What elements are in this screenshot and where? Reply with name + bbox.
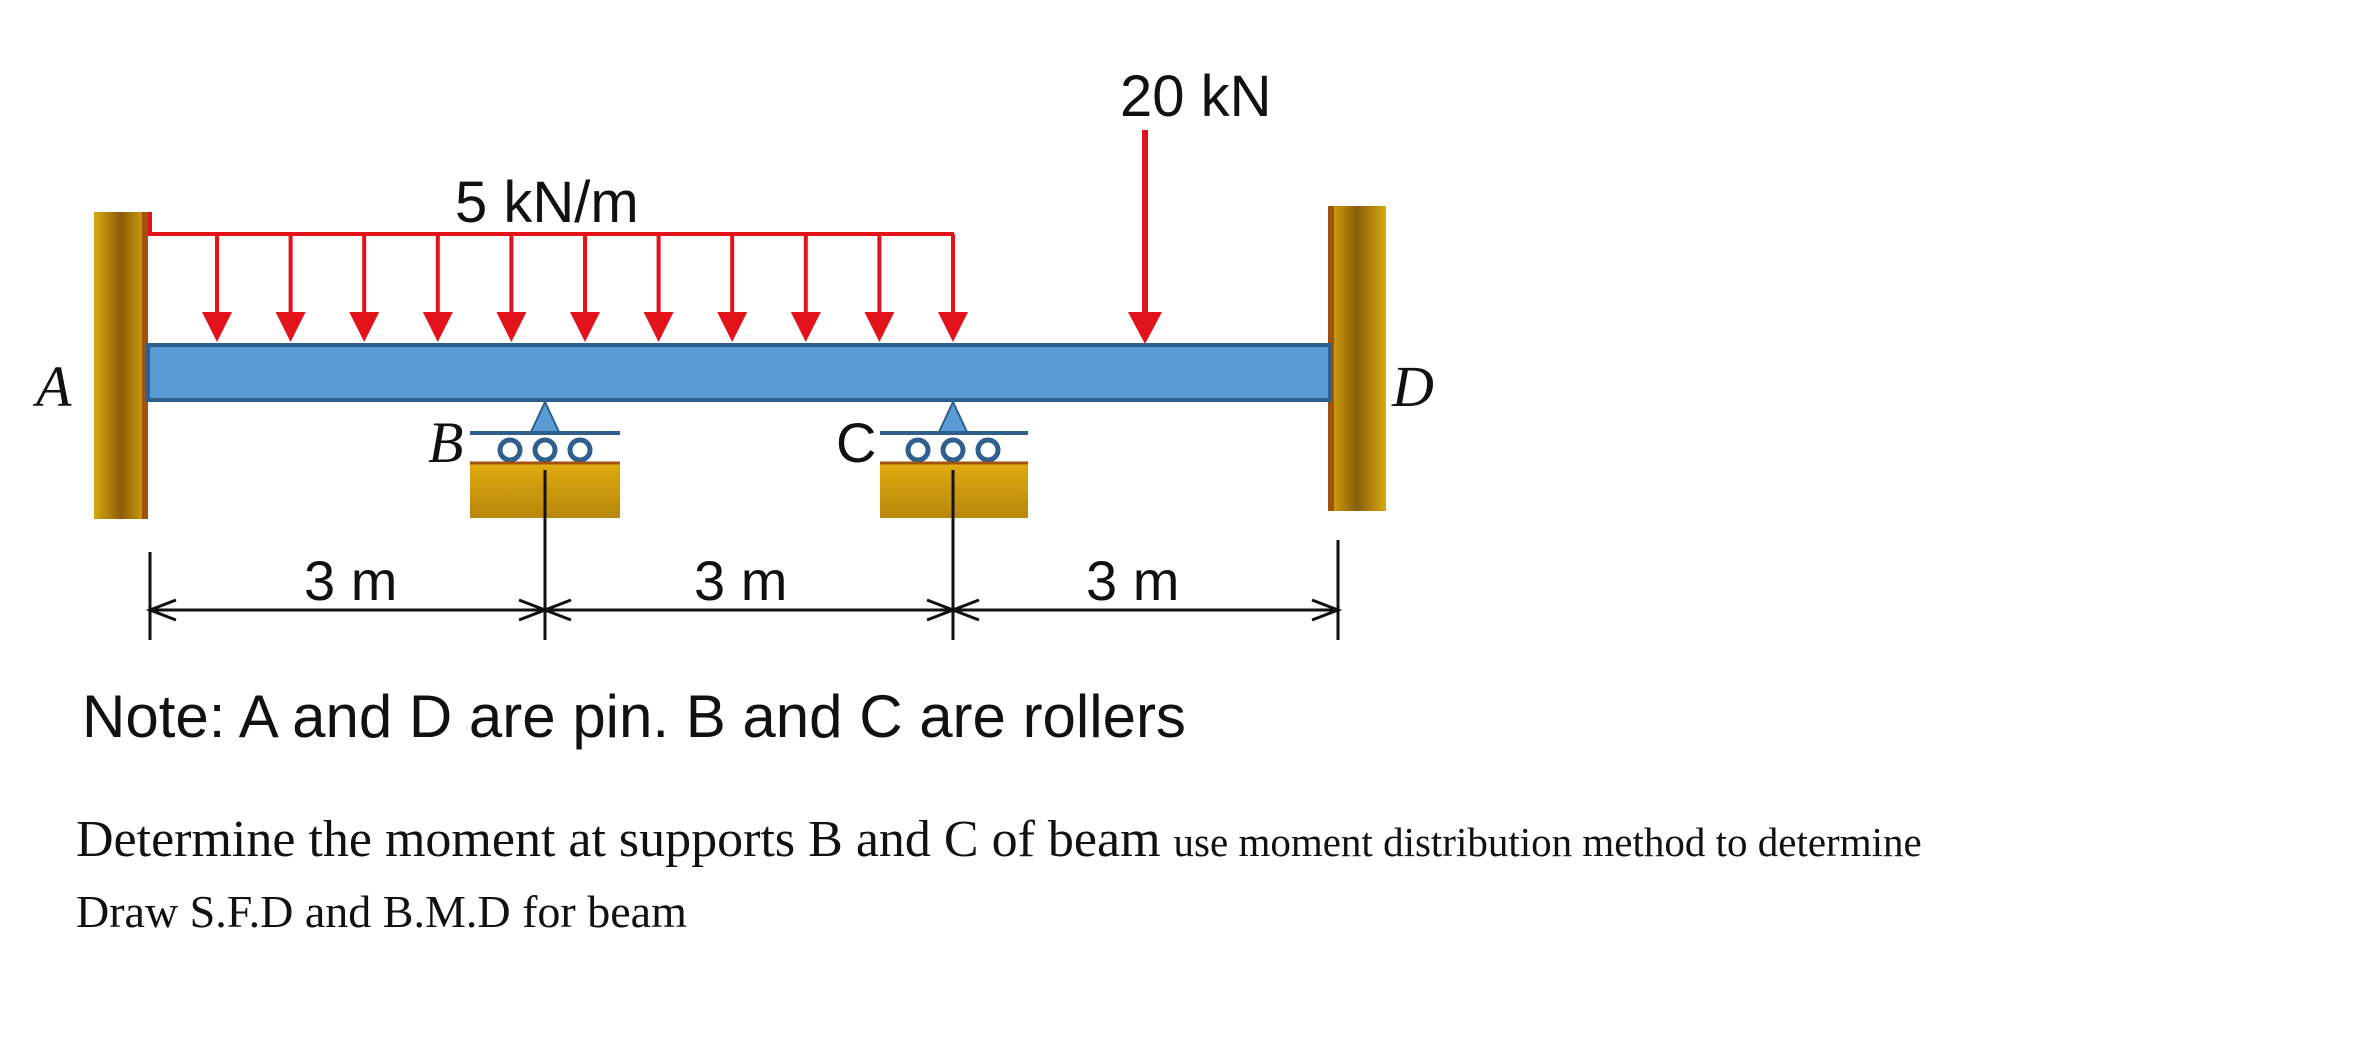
udl-arrow-head [570,312,600,342]
support-d-wall [1328,206,1386,511]
load-udl-label: 5 kN/m [455,170,639,235]
point-load-arrow [1128,130,1162,344]
question-line-2: Draw S.F.D and B.M.D for beam [76,886,687,937]
udl-arrow-head [864,312,895,342]
question-part1-small: use moment distribution method to determ… [1173,819,1922,865]
dimension-lines [145,470,1343,640]
udl-arrow-head [496,312,527,342]
udl-arrow-head [275,312,306,342]
support-note: Note: A and D are pin. B and C are rolle… [82,683,1186,750]
question-part1-main: Determine the moment at supports B and C… [76,811,1161,868]
span-ab-label: 3 m [304,549,397,612]
udl-arrow-head [717,312,748,342]
question-line-1: Determine the moment at supports B and C… [76,805,1922,877]
support-c-label: C [836,411,876,474]
beam [146,343,1332,402]
udl-arrow-head [202,312,232,342]
support-a-wall [94,212,148,519]
question-text: Determine the moment at supports B and C… [76,805,1922,947]
support-d-label: D [1391,354,1434,419]
distributed-load [148,212,968,342]
load-point-label: 20 kN [1120,64,1272,129]
span-bc-label: 3 m [694,549,787,612]
udl-arrow-head [938,312,968,342]
support-b-label: B [428,410,463,475]
span-cd-label: 3 m [1086,549,1179,612]
udl-arrow-head [422,312,453,342]
support-a-label: A [32,354,72,419]
udl-arrow-head [643,312,674,342]
udl-arrow-head [349,312,380,342]
udl-arrow-head [790,312,821,342]
